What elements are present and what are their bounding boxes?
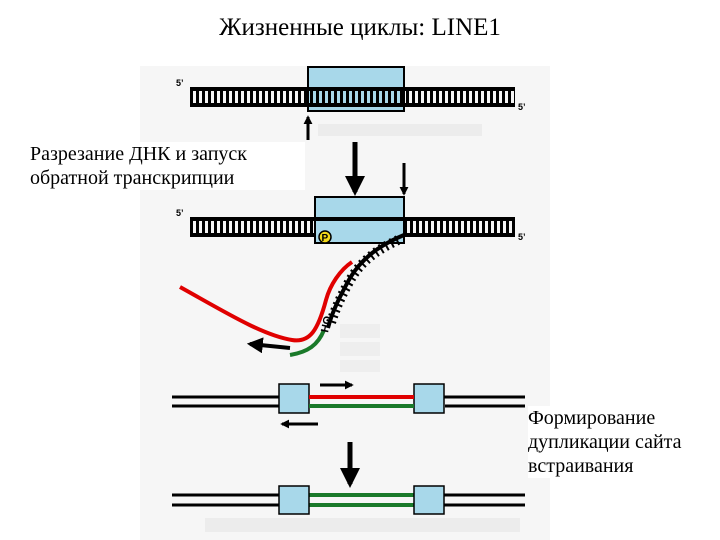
stage3-gap-filling bbox=[172, 380, 525, 429]
diagram-panel bbox=[140, 66, 550, 540]
phosphate-circle bbox=[318, 230, 332, 244]
five-prime-label-bottom-stage2: 5’ bbox=[518, 232, 526, 242]
target-box-left-stage3 bbox=[278, 383, 310, 414]
stage4-insertion-complete bbox=[172, 485, 525, 532]
target-duplicate-right bbox=[413, 485, 445, 515]
line1-rna-strand bbox=[179, 260, 354, 343]
faded-box-1 bbox=[340, 324, 380, 338]
released-dna-rungs bbox=[325, 235, 401, 328]
phosphate-label: P bbox=[322, 233, 329, 244]
faded-box-3 bbox=[340, 360, 380, 372]
caption-duplication: Формирование дупликации сайта встраивани… bbox=[528, 406, 718, 478]
cdna-strand bbox=[289, 329, 326, 357]
caption-cleavage-line-2: обратной транскрипции bbox=[30, 167, 235, 189]
caption-duplication-line-1: Формирование bbox=[528, 407, 656, 429]
caption-cleavage: Разрезание ДНК и запуск обратной транскр… bbox=[30, 142, 305, 190]
faded-box-2 bbox=[340, 342, 380, 356]
stage2-nicked-dna: 5’ 5’ P HO bbox=[176, 196, 526, 357]
target-duplicate-left bbox=[278, 485, 310, 515]
caption-duplication-line-3: встраивания bbox=[528, 455, 634, 477]
five-prime-label-top-stage2: 5’ bbox=[176, 208, 184, 218]
target-box-right-stage3 bbox=[413, 383, 445, 414]
five-prime-label-top: 5’ bbox=[176, 78, 184, 88]
page-title: Жизненные циклы: LINE1 bbox=[219, 14, 501, 41]
synthesis-direction-arrow bbox=[246, 337, 291, 354]
hydroxyl-label: HO bbox=[319, 315, 334, 334]
caption-cleavage-line-1: Разрезание ДНК и запуск bbox=[30, 143, 248, 165]
stage1-target-dna: 5’ 5’ bbox=[176, 66, 526, 140]
faded-label-band-bottom bbox=[205, 518, 520, 532]
caption-duplication-line-2: дупликации сайта bbox=[528, 431, 682, 453]
five-prime-label-bottom: 5’ bbox=[518, 102, 526, 112]
faded-label-band bbox=[318, 124, 482, 136]
